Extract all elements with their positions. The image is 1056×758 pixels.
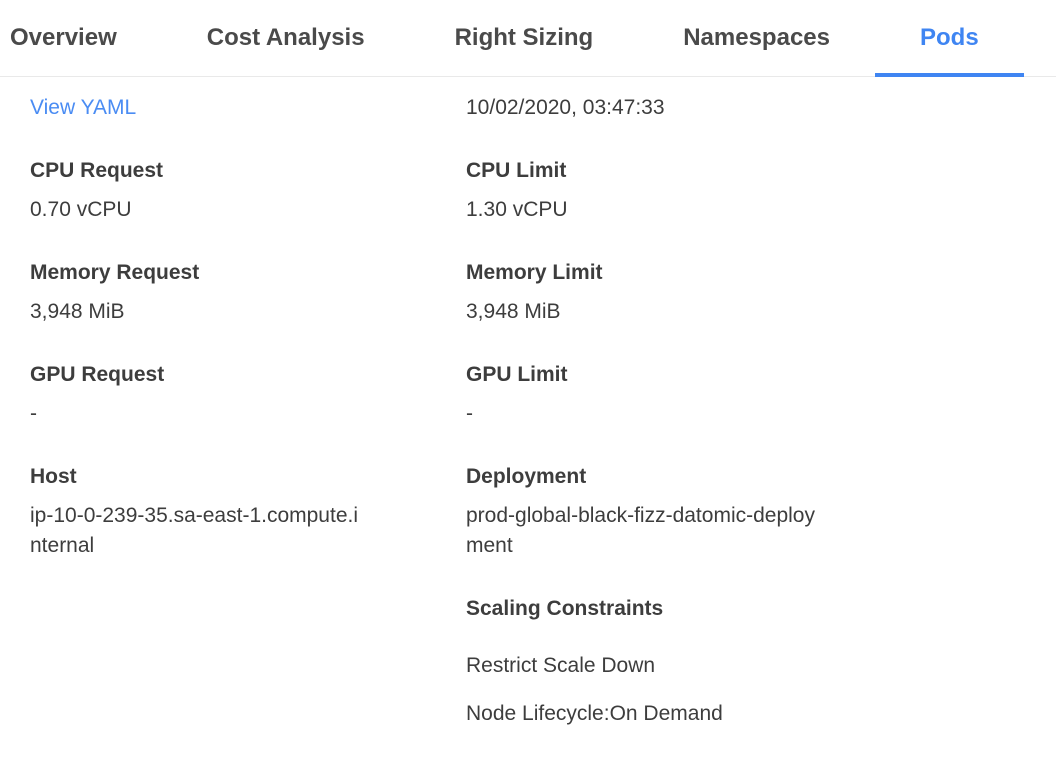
host-label: Host — [30, 465, 77, 488]
gpu-request-value: - — [30, 402, 37, 425]
tab-right-sizing[interactable]: Right Sizing — [454, 24, 594, 51]
field-memory-request: Memory Request 3,948 MiB — [30, 258, 466, 327]
field-host: Host ip-10-0-239-35.sa-east-1.compute.in… — [30, 462, 466, 561]
pod-details-panel: View YAML CPU Request 0.70 vCPU Memory R… — [0, 77, 1056, 729]
cpu-request-label: CPU Request — [30, 159, 164, 182]
tab-namespaces[interactable]: Namespaces — [683, 24, 830, 51]
memory-limit-label: Memory Limit — [466, 261, 603, 284]
view-yaml-link[interactable]: View YAML — [30, 96, 137, 119]
details-column-left: View YAML CPU Request 0.70 vCPU Memory R… — [30, 93, 466, 729]
scaling-constraint-node-lifecycle: Node Lifecycle:On Demand — [466, 702, 723, 725]
memory-request-value: 3,948 MiB — [30, 300, 125, 323]
field-gpu-limit: GPU Limit - — [466, 360, 1056, 429]
pod-created-timestamp: 10/02/2020, 03:47:33 — [466, 96, 665, 119]
details-column-right: 10/02/2020, 03:47:33 CPU Limit 1.30 vCPU… — [466, 93, 1056, 729]
gpu-request-label: GPU Request — [30, 363, 165, 386]
field-scaling-constraints: Scaling Constraints Restrict Scale Down … — [466, 594, 1056, 729]
field-cpu-request: CPU Request 0.70 vCPU — [30, 156, 466, 225]
tab-cost-analysis[interactable]: Cost Analysis — [206, 24, 365, 51]
cpu-limit-value: 1.30 vCPU — [466, 198, 568, 221]
memory-limit-value: 3,948 MiB — [466, 300, 561, 323]
gpu-limit-value: - — [466, 402, 473, 425]
deployment-label: Deployment — [466, 465, 587, 488]
cpu-limit-label: CPU Limit — [466, 159, 567, 182]
field-memory-limit: Memory Limit 3,948 MiB — [466, 258, 1056, 327]
field-deployment: Deployment prod-global-black-fizz-datomi… — [466, 462, 1056, 561]
deployment-link[interactable]: prod-global-black-fizz-datomic-deploymen… — [466, 504, 815, 557]
field-gpu-request: GPU Request - — [30, 360, 466, 429]
scaling-constraints-label: Scaling Constraints — [466, 597, 664, 620]
scaling-constraint-restrict-scale-down: Restrict Scale Down — [466, 654, 656, 677]
cpu-request-value: 0.70 vCPU — [30, 198, 132, 221]
gpu-limit-label: GPU Limit — [466, 363, 568, 386]
host-link[interactable]: ip-10-0-239-35.sa-east-1.compute.interna… — [30, 504, 359, 557]
memory-request-label: Memory Request — [30, 261, 200, 284]
tab-overview[interactable]: Overview — [10, 24, 117, 51]
tab-bar: Overview Cost Analysis Right Sizing Name… — [0, 0, 1056, 77]
field-cpu-limit: CPU Limit 1.30 vCPU — [466, 156, 1056, 225]
tab-pods[interactable]: Pods — [874, 0, 1024, 77]
